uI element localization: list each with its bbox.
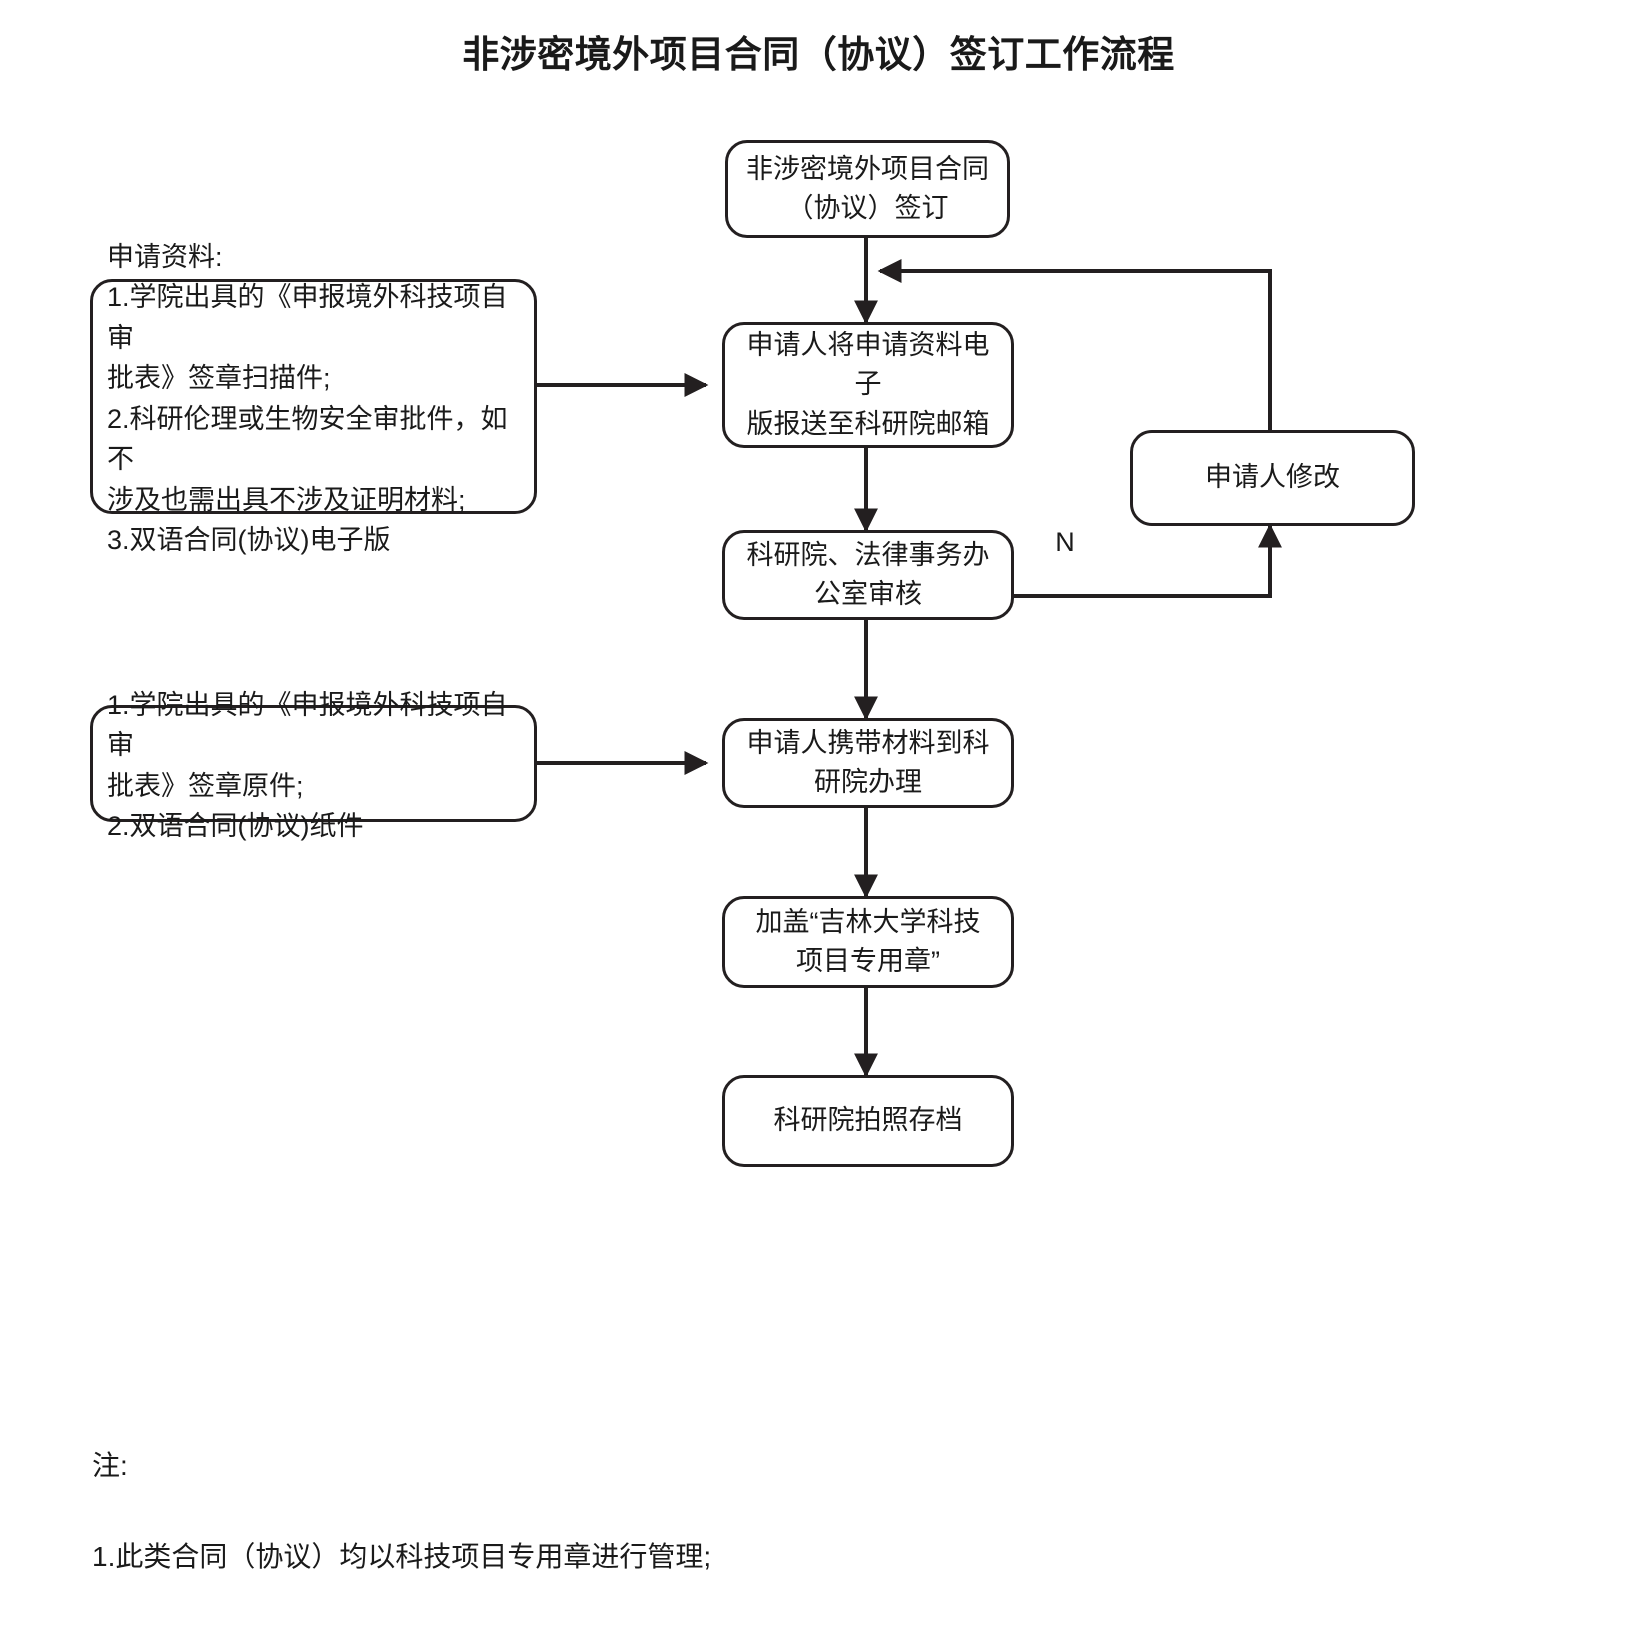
notes-block: 注: 1.此类合同（协议）均以科技项目专用章进行管理; 2.仅受理非涉密境外合作…: [92, 1398, 1192, 1629]
page-title: 非涉密境外项目合同（协议）签订工作流程: [462, 34, 1175, 75]
node-start[interactable]: 非涉密境外项目合同 （协议）签订: [725, 140, 1010, 238]
note-item-1: 1.此类合同（协议）均以科技项目专用章进行管理;: [92, 1541, 712, 1573]
edge-label-reject: N: [1055, 527, 1075, 557]
infobox-electronic-materials: 申请资料: 1.学院出具的《申报境外科技项自审 批表》签章扫描件; 2.科研伦理…: [90, 242, 537, 555]
node-review[interactable]: 科研院、法律事务办 公室审核: [722, 530, 1014, 620]
node-bring-materials[interactable]: 申请人携带材料到科 研院办理: [722, 718, 1014, 808]
note-item-2: 2.仅受理非涉密境外合作项目: [92, 1625, 1192, 1629]
node-applicant-revise[interactable]: 申请人修改: [1130, 430, 1415, 526]
node-stamp[interactable]: 加盖“吉林大学科技 项目专用章”: [722, 896, 1014, 988]
notes-heading: 注:: [92, 1450, 128, 1482]
edge-revise-to-submit: [877, 259, 1272, 443]
edge-review-to-revise: [1011, 523, 1282, 598]
node-archive[interactable]: 科研院拍照存档: [722, 1075, 1014, 1167]
infobox-paper-materials: 1.学院出具的《申报境外科技项自审 批表》签章原件; 2.双语合同(协议)纸件: [90, 690, 537, 841]
node-submit-email[interactable]: 申请人将申请资料电子 版报送至科研院邮箱: [722, 322, 1014, 448]
